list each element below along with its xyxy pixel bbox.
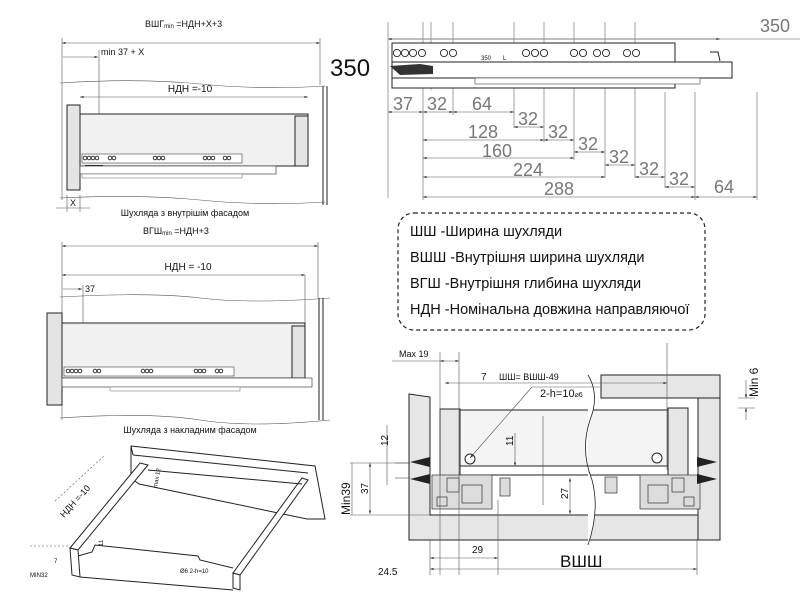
drawer-back-panel <box>291 325 306 379</box>
runner-dimension-view: 350 350 L 37 32 <box>387 16 800 200</box>
iso-front-panel <box>130 445 326 520</box>
rail <box>61 377 313 388</box>
dim-7-label: 7 <box>481 372 487 383</box>
cabinet-right-side <box>697 397 721 541</box>
inner-width-label: ВШШ <box>560 552 603 571</box>
cabinet-top-break-line <box>59 294 331 302</box>
dim-11-label: 11 <box>505 435 516 446</box>
runner-size-label: 350 <box>760 16 790 36</box>
hook-pin <box>464 453 476 465</box>
break-line <box>585 374 596 546</box>
nominal-length-label: НДН =-10 <box>168 84 213 95</box>
runner-holes <box>82 155 232 161</box>
dim-64: 64 <box>472 94 492 114</box>
iso-back-panel <box>77 544 234 569</box>
dim-29-label: 29 <box>472 545 484 556</box>
rail-bottom <box>109 386 241 392</box>
drawer-back-panel <box>294 115 309 167</box>
overlay-facade-caption: Шухляда з накладним фасадом <box>123 425 256 435</box>
dim-160: 160 <box>482 141 512 161</box>
iso-length-label: НДН =-10 <box>58 483 92 519</box>
dim-32: 32 <box>427 94 447 114</box>
x-label: X <box>70 198 76 208</box>
overlay-facade-drawer-view: ВГШmin =НДН+3 НДН = -10 37 Шухляда з нак… <box>46 226 331 435</box>
min-6-label: Min 6 <box>747 367 761 397</box>
dim-24-5-label: 24.5 <box>378 567 398 578</box>
size-label: 350 <box>330 55 370 82</box>
iso-min39-label: Min39 <box>339 482 353 515</box>
inner-facade-drawer-view: ВШГmin =НДН+Х+3 min 37 + X 350 НДН =-10 <box>56 19 370 218</box>
rail <box>79 165 277 175</box>
iso-11-label: 11 <box>99 539 105 546</box>
legend-item: ШШ -Ширина шухляди <box>410 224 562 240</box>
rail-bottom <box>474 77 701 85</box>
drawer-bottom <box>459 465 669 476</box>
overlay-facade-formula: ВГШmin =НДН+3 <box>143 226 209 237</box>
dim-27-label: 27 <box>560 487 571 499</box>
runner-holes <box>392 48 641 58</box>
drawer-interior <box>459 409 669 467</box>
dim-12-label: 12 <box>380 434 391 446</box>
min-offset-label: min 37 + X <box>101 47 144 57</box>
runner-side: L <box>503 56 507 62</box>
inner-facade-caption: Шухляда з внутрішім фасадом <box>121 208 249 218</box>
cabinet-bottom-break-line <box>59 196 326 204</box>
dim-32: 32 <box>609 147 629 167</box>
runner-holes <box>65 368 224 374</box>
dim-37: 37 <box>393 94 413 114</box>
iso-right-front-edge <box>232 572 241 591</box>
section-dimension-lines <box>350 343 755 575</box>
rail <box>391 61 733 79</box>
iso-edge <box>132 454 309 474</box>
dim-128: 128 <box>468 122 498 142</box>
legend-item: НДН -Номінальна довжина направляючої <box>410 302 689 318</box>
runner-marking: 350 <box>481 56 492 62</box>
inner-facade-panel <box>66 104 81 191</box>
nominal-length-label: НДН = -10 <box>164 262 212 273</box>
inner-facade-formula: ВШГmin =НДН+Х+3 <box>145 19 222 30</box>
dim-32: 32 <box>548 122 568 142</box>
iso-edge <box>130 445 134 456</box>
cabinet-top-break-line <box>59 80 326 88</box>
max-19-label: Max 19 <box>399 349 429 359</box>
abbreviation-legend: ШШ -Ширина шухляди ВШШ -Внутрішня ширина… <box>397 212 706 331</box>
hook-pin <box>651 452 663 464</box>
dim-224: 224 <box>513 160 543 180</box>
offset-label: 37 <box>85 284 95 294</box>
cabinet-bottom-break-line <box>59 415 331 425</box>
iso-bottom-edge <box>79 576 234 591</box>
iso-max-label: max 12 <box>153 467 162 488</box>
rail-bottom <box>81 173 243 179</box>
legend-item: ВГШ -Внутрішня глибина шухляди <box>410 276 641 292</box>
rear-hook <box>710 51 721 62</box>
dim-32: 32 <box>639 159 659 179</box>
iso-min32-label: MIN32 <box>30 573 48 579</box>
dim-64: 64 <box>714 177 734 197</box>
iso-7-label: 7 <box>54 559 58 565</box>
cross-section-view: Max 19 7 ШШ= ВШШ-49 2-h=10⌀6 Min 6 12 37… <box>350 343 761 578</box>
legend-dashed-frame <box>397 212 706 331</box>
dim-288: 288 <box>544 179 574 199</box>
hole-formula-label: 2-h=10⌀6 <box>540 388 583 400</box>
runner-lock <box>390 64 433 75</box>
legend-item: ВШШ -Внутрішня ширина шухляди <box>410 250 645 266</box>
dim-32: 32 <box>518 109 538 129</box>
dim-32: 32 <box>669 169 689 189</box>
iso-hole-label: Ø6 2-h=10 <box>180 569 209 575</box>
isometric-drawer-view: НДН =-10 max 12 11 7 MIN32 Ø6 2-h=10 Min… <box>30 445 353 591</box>
runner-dimensions: 37 32 64 32 128 32 160 32 224 32 32 32 2… <box>388 94 757 199</box>
overlay-facade-panel <box>46 312 63 406</box>
width-formula-label: ШШ= ВШШ-49 <box>499 372 559 382</box>
iso-dimension-line <box>54 454 106 502</box>
dim-37-label: 37 <box>360 482 371 494</box>
dim-32: 32 <box>578 134 598 154</box>
iso-left-front-edge <box>69 547 81 578</box>
cabinet-top-shelf <box>600 374 721 399</box>
iso-edge <box>147 469 303 485</box>
fixing-screws <box>410 457 717 484</box>
